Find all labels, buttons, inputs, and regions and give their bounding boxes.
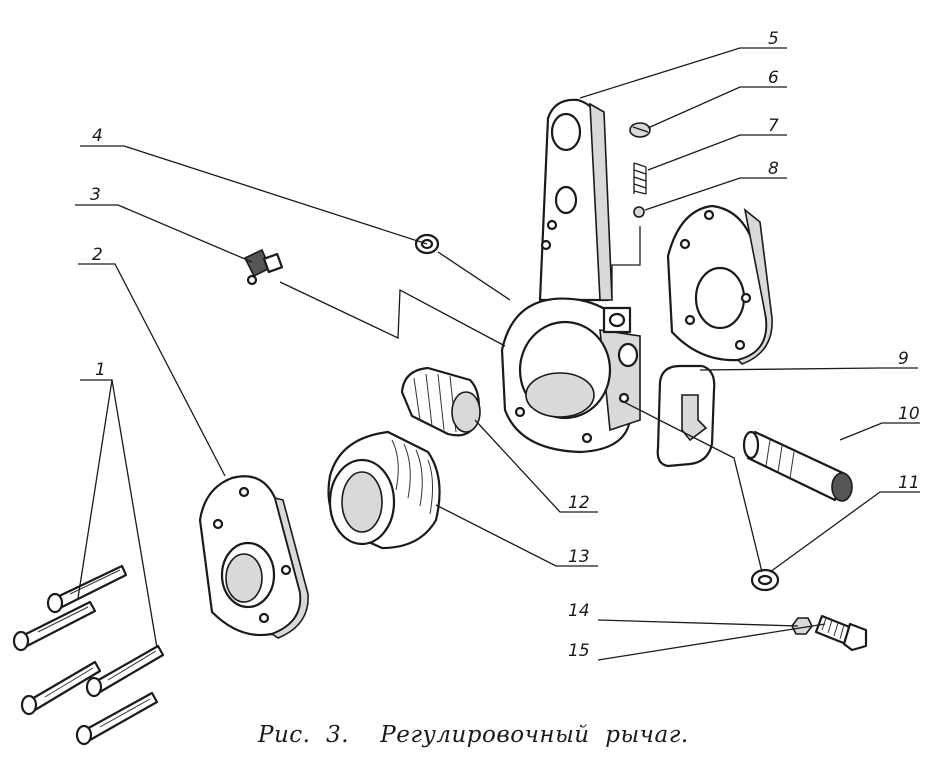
callout-6: 6 xyxy=(768,68,779,88)
callout-5: 5 xyxy=(768,29,779,49)
callout-7: 7 xyxy=(768,116,779,136)
leader-lines xyxy=(75,47,920,661)
bolt xyxy=(46,564,128,614)
callout-10: 10 xyxy=(898,404,920,424)
rear-cover-plate xyxy=(666,204,773,365)
ball-part-8 xyxy=(633,206,645,218)
figure-caption: Рис. 3. Регулировочный рычаг. xyxy=(258,722,689,748)
bolt xyxy=(20,660,102,716)
worm-gear-part-12 xyxy=(400,366,481,437)
callout-numbers: 1 2 3 4 5 6 7 8 9 10 11 12 13 14 15 xyxy=(90,29,920,661)
callout-3: 3 xyxy=(90,185,101,205)
lock-plate-part-9 xyxy=(656,364,716,468)
callout-2: 2 xyxy=(92,245,103,265)
bolts-part-1 xyxy=(12,564,165,746)
callout-14: 14 xyxy=(568,601,590,621)
callout-13: 13 xyxy=(568,547,590,567)
grease-fitting-part-3 xyxy=(243,248,284,286)
bolt xyxy=(85,644,165,698)
callout-8: 8 xyxy=(768,159,779,179)
lever-body-part-5 xyxy=(500,98,641,454)
worm-wheel-part-13 xyxy=(327,430,441,550)
screw-part-6 xyxy=(629,122,651,138)
callout-1: 1 xyxy=(95,360,106,380)
bolt xyxy=(12,600,97,652)
bolt-part-15 xyxy=(814,614,868,652)
callout-12: 12 xyxy=(568,493,590,513)
callout-9: 9 xyxy=(898,349,909,369)
bolt xyxy=(75,691,159,746)
callout-4: 4 xyxy=(92,126,103,146)
worm-shaft-part-10 xyxy=(742,430,853,502)
spring-part-7 xyxy=(633,162,647,195)
cover-plate-part-2 xyxy=(198,475,309,639)
callout-15: 15 xyxy=(568,641,590,661)
callout-11: 11 xyxy=(898,473,920,493)
washer-part-11 xyxy=(750,568,780,592)
